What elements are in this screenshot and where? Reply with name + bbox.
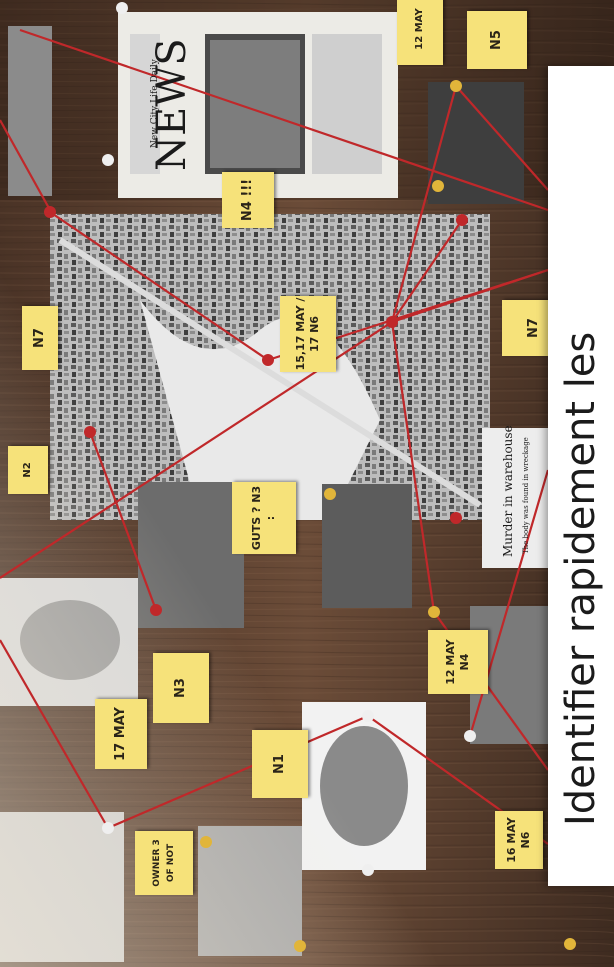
note-n2: N2 (8, 446, 48, 494)
note-12may: 12 MAY N4 (428, 630, 488, 694)
note-date-n6: 15,17 MAY / 17 N6 (280, 296, 336, 372)
push-pins (44, 2, 576, 952)
text-panel: Identifier rapidement les (548, 66, 614, 886)
note-owner: OWNER 3 OF NOT (135, 831, 193, 895)
panel-title: Identifier rapidement les (558, 331, 604, 826)
note-guts: GUTS ? N3 : (232, 482, 296, 554)
clipping-subline: The body was found in wreckage (522, 437, 530, 554)
newspaper-subline: New City Life Daily (150, 59, 160, 148)
note-n1: N1 (252, 730, 308, 798)
clipping-headline: Murder in warehouse (501, 425, 515, 557)
note-top-1: 12 MAY (397, 0, 443, 65)
note-n7-top: N7 (22, 306, 58, 370)
note-top-2: N5 (467, 11, 527, 69)
note-n4: N4 !!! (222, 172, 274, 228)
note-n3: N3 (153, 653, 209, 723)
note-16may: 16 MAY N6 (495, 811, 543, 869)
note-17may: 17 MAY (95, 699, 147, 769)
